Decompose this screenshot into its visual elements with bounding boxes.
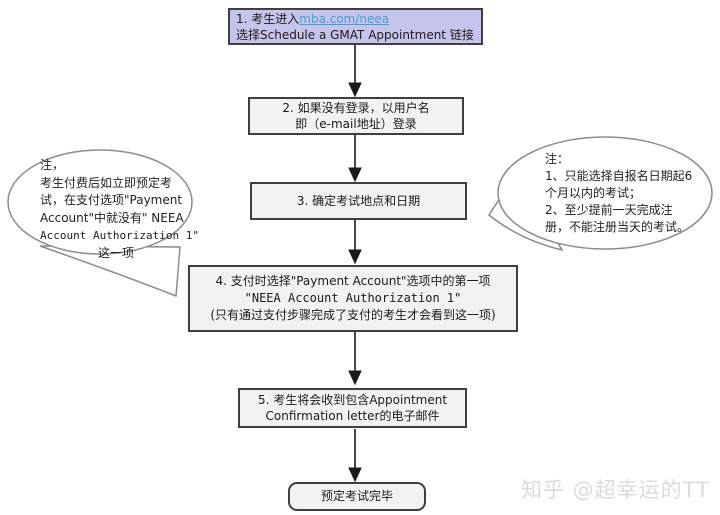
- left-note-line: Account"中就没有" NEEA: [40, 210, 184, 225]
- flow-step-2-login: 2. 如果没有登录，以用户名 即（e-mail地址）登录: [248, 97, 464, 135]
- right-note-line: 个月以内的考试；: [545, 186, 642, 200]
- flow-end-booking-complete: 预定考试完毕: [288, 482, 426, 511]
- arrow-step2-to-step3: [348, 135, 362, 183]
- step2-line2: 即（e-mail地址）登录: [295, 117, 417, 131]
- step5-line1: 5. 考生将会收到包含Appointment: [257, 393, 448, 407]
- right-note-text: 注： 1、只能选择自报名日期起6 个月以内的考试； 2、至少提前一天完成注 册，…: [545, 151, 710, 236]
- step4-line2: "NEEA Account Authorization 1": [244, 291, 462, 305]
- left-note-line: Account Authorization 1": [40, 229, 199, 242]
- arrow-step3-to-step4: [348, 220, 362, 265]
- step4-line1: 4. 支付时选择"Payment Account"选项中的第一项: [215, 274, 491, 288]
- flow-step-4-payment-account: 4. 支付时选择"Payment Account"选项中的第一项 "NEEA A…: [188, 265, 518, 332]
- arrow-step5-to-end: [348, 429, 362, 483]
- step2-line1: 2. 如果没有登录，以用户名: [282, 101, 430, 115]
- flow-step-1-enter-site: 1. 考生进入mba.com/neea 选择Schedule a GMAT Ap…: [228, 8, 483, 45]
- arrow-step1-to-step2: [348, 45, 362, 98]
- left-note-bubble-tail: [39, 245, 181, 298]
- left-note-bubble: [7, 149, 193, 255]
- zhihu-watermark: 知乎 @超幸运的TT: [521, 478, 710, 502]
- flow-step-5-confirmation-email: 5. 考生将会收到包含Appointment Confirmation lett…: [238, 388, 467, 428]
- step1-text: 1. 考生进入: [236, 11, 300, 26]
- step3-line1: 3. 确定考试地点和日期: [296, 193, 421, 208]
- right-note-line: 1、只能选择自报名日期起6: [545, 169, 693, 183]
- left-note-line: 试，在支付选项"Payment: [40, 193, 183, 207]
- right-note-line: 2、至少提前一天完成注: [545, 203, 673, 217]
- left-note-line: 这一项: [97, 245, 134, 260]
- right-note-line: 注：: [545, 152, 570, 166]
- flow-step-3-choose-location-date: 3. 确定考试地点和日期: [250, 182, 467, 220]
- mba-com-neea-link[interactable]: mba.com/neea: [299, 11, 390, 26]
- step4-line3: (只有通过支付步骤完成了支付的考生才会看到这一项): [210, 308, 496, 322]
- right-note-bubble: [497, 136, 713, 250]
- left-note-line: 注，: [40, 158, 65, 172]
- end-line1: 预定考试完毕: [320, 489, 393, 503]
- right-note-line: 册，不能注册当天的考试。: [545, 220, 690, 234]
- step5-line2: Confirmation letter的电子邮件: [265, 409, 440, 423]
- step1-line1: 1. 考生进入mba.com/neea: [236, 11, 389, 27]
- step1-line2: 选择Schedule a GMAT Appointment 链接: [236, 27, 474, 42]
- left-note-line: 考生付费后如立即预定考: [40, 175, 173, 190]
- arrow-step4-to-step5: [348, 332, 362, 386]
- left-note-text: 注， 考生付费后如立即预定考 试，在支付选项"Payment Account"中…: [40, 157, 199, 262]
